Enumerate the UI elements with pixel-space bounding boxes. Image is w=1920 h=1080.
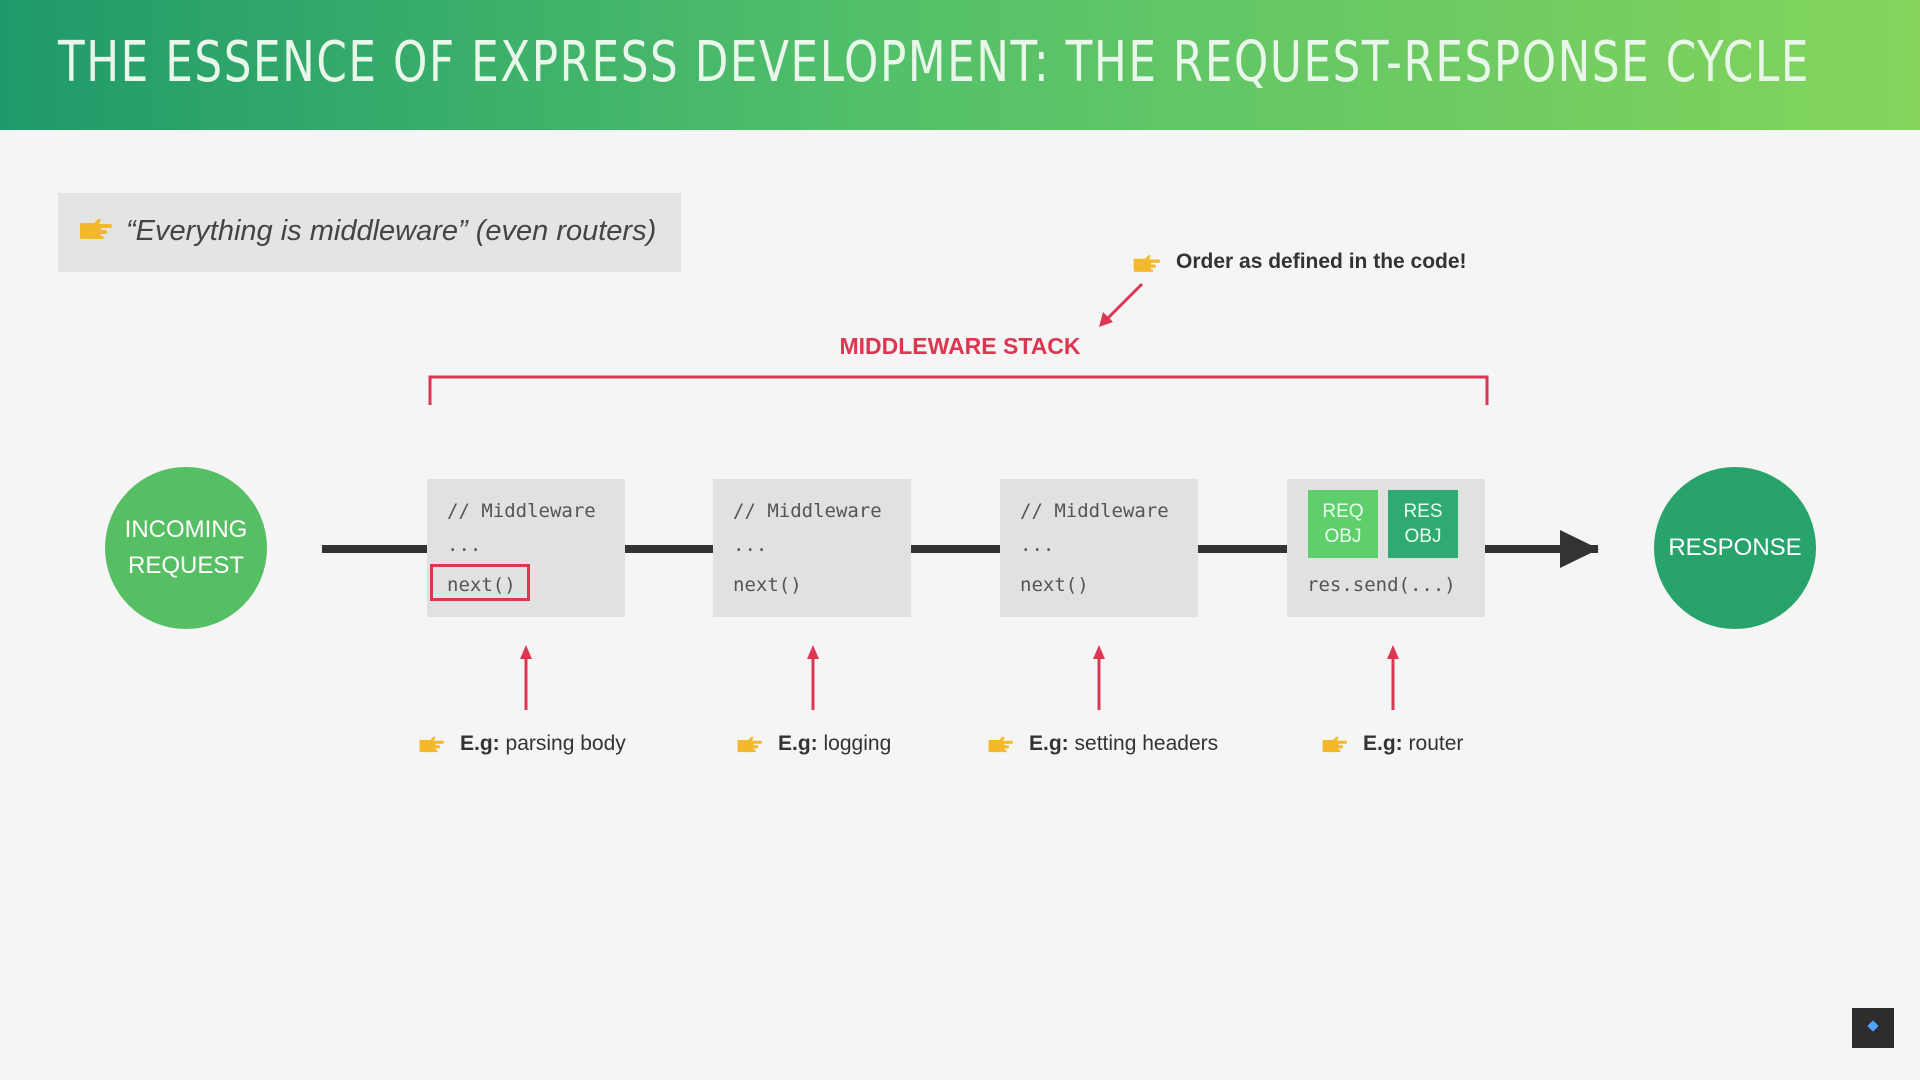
udemy-logo xyxy=(1852,1008,1894,1048)
example-arrows xyxy=(524,655,1395,710)
order-note-text: Order as defined in the code! xyxy=(1176,250,1467,273)
middleware-dots: ... xyxy=(447,534,482,556)
middleware-comment: // Middleware xyxy=(1020,500,1169,522)
quote-text: “Everything is middleware” (even routers… xyxy=(126,215,657,247)
middleware-dots: ... xyxy=(733,534,768,556)
middleware-comment: // Middleware xyxy=(733,500,882,522)
example-text: E.g: parsing body xyxy=(460,732,626,756)
pointing-hand-icon xyxy=(1133,255,1160,272)
example-arrow-heads xyxy=(520,645,1399,659)
incoming-request-node: INCOMING REQUEST xyxy=(105,467,267,629)
middleware-stack-bracket xyxy=(428,375,1489,405)
middleware-box-2: // Middleware ... next() xyxy=(713,479,911,617)
pointing-hand-icon xyxy=(737,736,762,753)
example-prefix: E.g: xyxy=(778,732,818,755)
example-label: router xyxy=(1408,732,1464,755)
middleware-comment: // Middleware xyxy=(447,500,596,522)
note-arrow-head xyxy=(1099,312,1113,327)
note-arrow xyxy=(1104,282,1144,322)
next-call: next() xyxy=(733,574,802,596)
next-call: next() xyxy=(1020,574,1089,596)
request-object-tag: REQ OBJ xyxy=(1308,490,1378,558)
page-title: THE ESSENCE OF EXPRESS DEVELOPMENT: THE … xyxy=(58,30,1811,95)
middleware-box-4: REQ OBJ RES OBJ res.send(...) xyxy=(1287,479,1485,617)
response-object-tag: RES OBJ xyxy=(1388,490,1458,558)
pointing-hand-icon xyxy=(419,736,444,753)
example-label: setting headers xyxy=(1074,732,1219,755)
quote-box: “Everything is middleware” (even routers… xyxy=(58,193,681,272)
pointing-hand-icon xyxy=(988,736,1013,753)
response-node: RESPONSE xyxy=(1654,467,1816,629)
next-call: next() xyxy=(447,574,516,596)
pointing-hand-icon xyxy=(80,219,112,239)
middleware-box-1: // Middleware ... next() xyxy=(427,479,625,617)
flow-line xyxy=(322,545,1598,553)
header-banner: THE ESSENCE OF EXPRESS DEVELOPMENT: THE … xyxy=(0,0,1920,130)
example-text: E.g: router xyxy=(1363,732,1463,756)
pointing-hand-icon xyxy=(1322,736,1347,753)
example-text: E.g: logging xyxy=(778,732,891,756)
example-prefix: E.g: xyxy=(460,732,500,755)
send-call: res.send(...) xyxy=(1307,574,1456,596)
middleware-box-3: // Middleware ... next() xyxy=(1000,479,1198,617)
example-prefix: E.g: xyxy=(1029,732,1069,755)
example-prefix: E.g: xyxy=(1363,732,1403,755)
example-label: logging xyxy=(823,732,892,755)
middleware-dots: ... xyxy=(1020,534,1055,556)
middleware-stack-title: MIDDLEWARE STACK xyxy=(839,333,1081,359)
example-text: E.g: setting headers xyxy=(1029,732,1218,756)
next-call-highlight: next() xyxy=(430,564,530,601)
example-label: parsing body xyxy=(505,732,626,755)
flow-arrow-head xyxy=(1560,530,1599,568)
